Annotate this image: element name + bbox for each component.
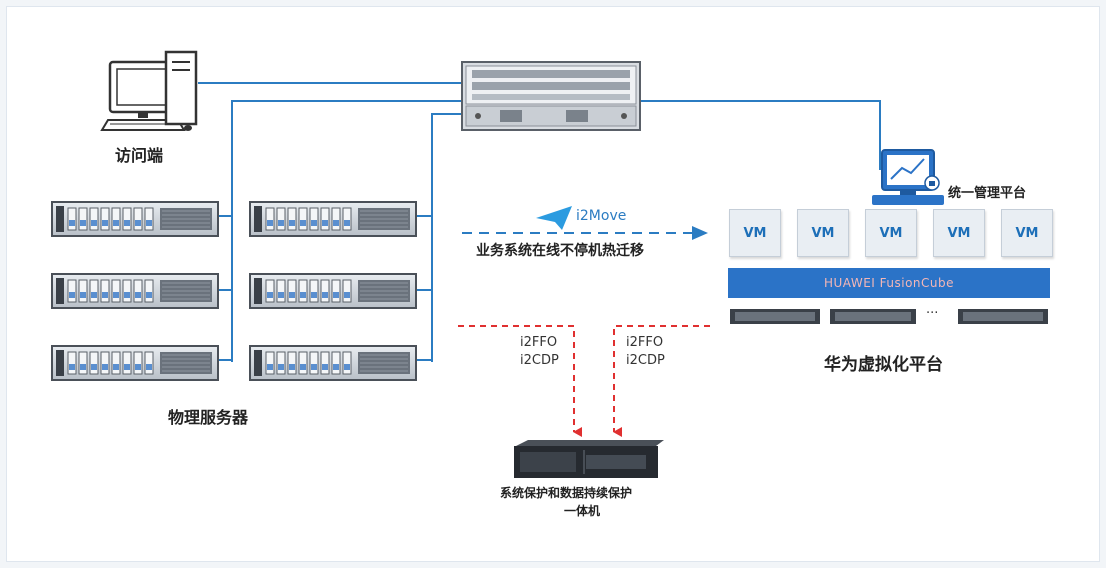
physical-servers-label: 物理服务器 <box>168 408 249 427</box>
host-ellipsis: ··· <box>926 306 939 321</box>
monitor-chart-icon <box>872 149 944 205</box>
vm-box: VM <box>797 209 849 257</box>
rack-server-icon <box>51 345 219 381</box>
link-servers-right <box>414 113 462 217</box>
network-links <box>198 82 881 362</box>
vm-box: VM <box>865 209 917 257</box>
rack-server-icon <box>249 201 417 237</box>
protection-labels-left: i2FFO i2CDP <box>520 334 559 370</box>
protection-labels-right: i2FFO i2CDP <box>626 334 665 370</box>
platform-bar: HUAWEI FusionCube <box>728 268 1050 298</box>
backup-appliance-icon <box>514 440 664 478</box>
link-servers-left <box>218 100 462 217</box>
protection-item: i2CDP <box>626 353 665 368</box>
protection-link-left <box>458 325 582 437</box>
migration-arrow <box>462 226 708 240</box>
virtualization-platform-label: 华为虚拟化平台 <box>824 355 943 375</box>
migration-description: 业务系统在线不停机热迁移 <box>476 243 644 259</box>
management-platform-label: 统一管理平台 <box>948 186 1027 201</box>
vm-box: VM <box>729 209 781 257</box>
migration-tool-label: i2Move <box>576 208 627 224</box>
rack-server-icon <box>249 273 417 309</box>
access-client-label: 访问端 <box>115 146 164 165</box>
protection-link-right <box>613 325 710 437</box>
backup-appliance-label-line1: 系统保护和数据持续保护 <box>500 486 633 500</box>
paper-plane-icon <box>536 206 572 230</box>
protection-item: i2CDP <box>520 353 559 368</box>
server-rack-group <box>51 201 417 381</box>
host-nodes <box>730 309 1048 324</box>
rack-server-icon <box>51 201 219 237</box>
rack-server-icon <box>51 273 219 309</box>
protection-links <box>458 325 710 437</box>
vm-box: VM <box>1001 209 1053 257</box>
vm-box: VM <box>933 209 985 257</box>
core-switch-icon <box>461 61 641 131</box>
protection-item: i2FFO <box>626 335 664 350</box>
backup-appliance-label-line2: 一体机 <box>564 504 601 518</box>
protection-item: i2FFO <box>520 335 558 350</box>
client-pc-icon <box>100 50 198 131</box>
link-switch-mgmt <box>640 100 881 170</box>
rack-server-icon <box>249 345 417 381</box>
